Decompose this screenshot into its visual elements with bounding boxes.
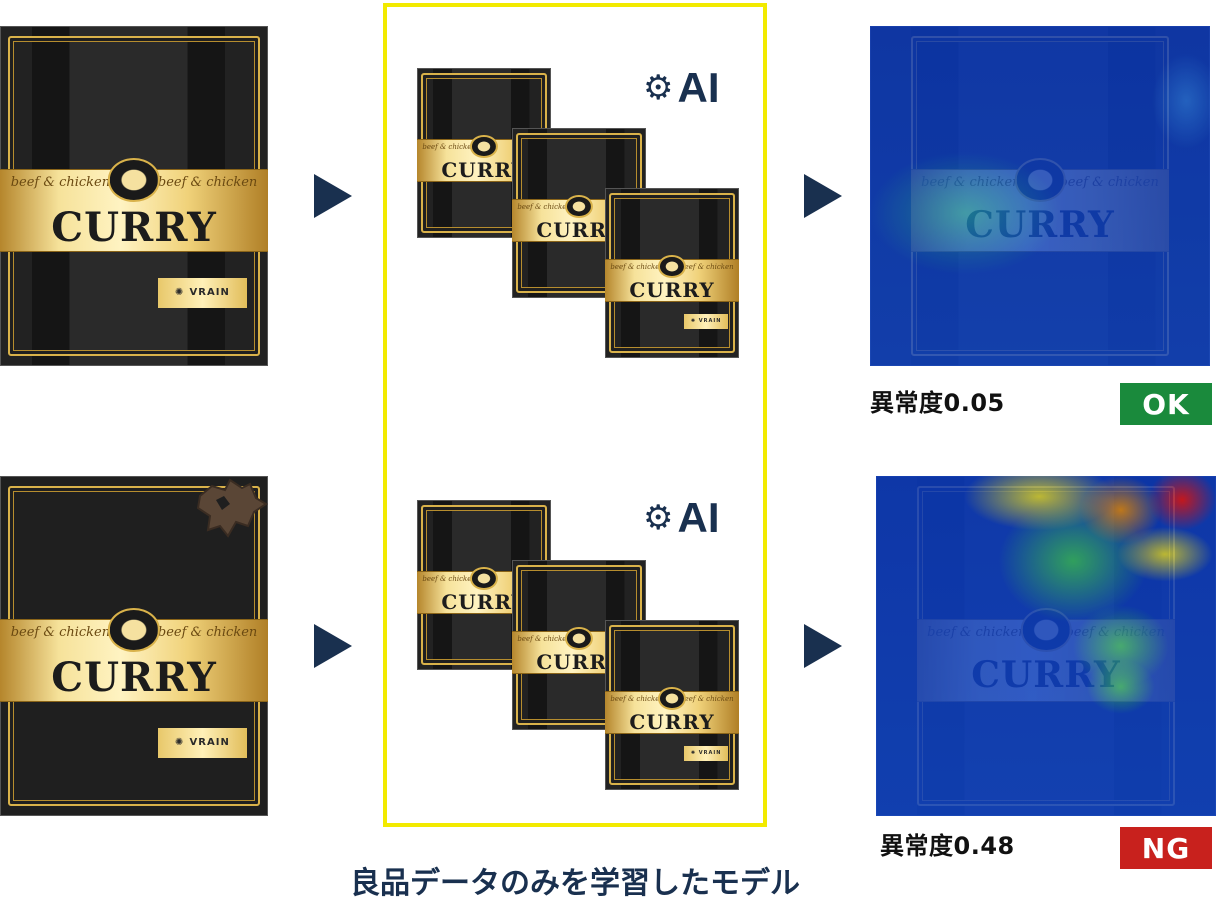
gear-icon: ⚙ (643, 498, 674, 538)
package-subtitle: beef & chicken (10, 174, 111, 190)
input-package-good: beef & chicken beef & chicken CURRY ✺VRA… (0, 26, 268, 366)
package-title: CURRY (51, 204, 217, 252)
anomaly-heatmap (870, 26, 1210, 366)
brand-mark-icon: ✺ (174, 287, 185, 299)
input-package-defect: beef & chicken beef & chicken CURRY ✺VRA… (0, 476, 268, 816)
heatmap-result-ok: beef & chicken beef & chicken CURRY (870, 26, 1210, 366)
package-title: CURRY (51, 654, 217, 702)
verdict-badge: OK (1120, 383, 1212, 425)
training-sample: beef & chicken beef & chicken CURRY ✺VRA… (605, 620, 739, 790)
gear-icon: ⚙ (643, 68, 674, 108)
arrow-right-icon (314, 174, 352, 218)
package-subtitle: beef & chicken (157, 174, 258, 190)
training-caption: 良品データのみを学習したモデル (350, 866, 800, 901)
arrow-right-icon (804, 174, 842, 218)
ai-label: AI (677, 64, 720, 111)
package-subtitle: beef & chicken (10, 624, 111, 640)
ai-label: AI (677, 494, 720, 541)
anomaly-score: 異常度0.05 (870, 389, 1005, 417)
curry-plate-icon (107, 608, 161, 652)
ai-badge: ⚙ AI (643, 494, 719, 542)
brand-mark-icon: ✺ (174, 737, 185, 749)
arrow-right-icon (314, 624, 352, 668)
defect-stain (196, 478, 268, 538)
package-subtitle: beef & chicken (157, 624, 258, 640)
anomaly-score: 異常度0.48 (880, 832, 1015, 860)
training-sample: beef & chicken beef & chicken CURRY ✺VRA… (605, 188, 739, 358)
verdict-badge: NG (1120, 827, 1212, 869)
anomaly-heatmap (876, 476, 1216, 816)
training-model-box (383, 3, 767, 827)
heatmap-result-ng: beef & chicken beef & chicken CURRY (876, 476, 1216, 816)
brand-logo: ✺VRAIN (158, 277, 247, 309)
ai-badge: ⚙ AI (643, 64, 719, 112)
curry-plate-icon (107, 158, 161, 202)
brand-logo: ✺VRAIN (158, 727, 247, 759)
arrow-right-icon (804, 624, 842, 668)
